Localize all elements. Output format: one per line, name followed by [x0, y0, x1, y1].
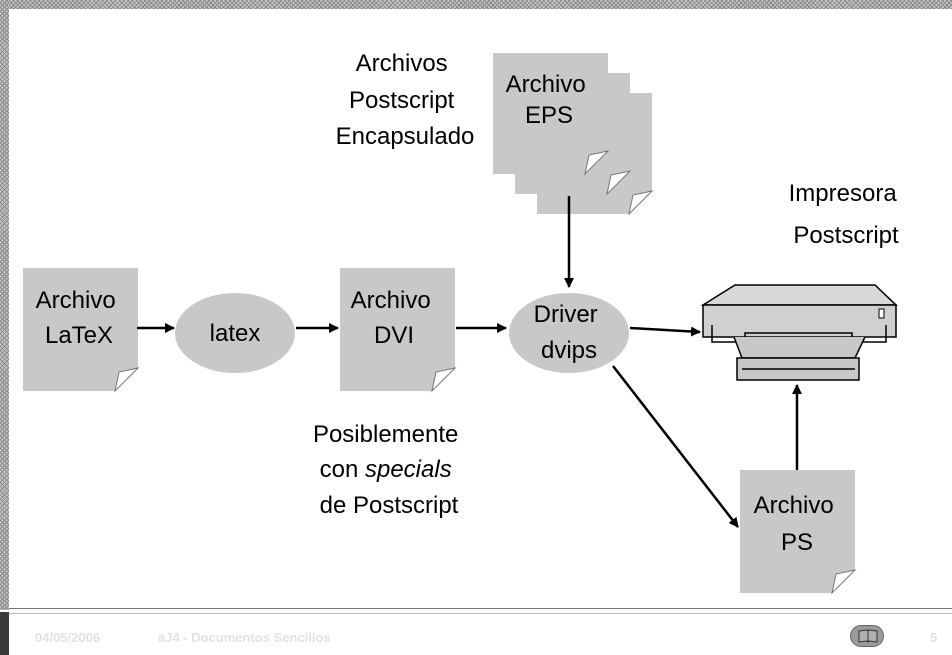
arrow-driver-to-printer	[629, 326, 701, 337]
latex-doc-line2: LaTeX	[45, 322, 113, 349]
eps-document-stack	[493, 53, 654, 216]
latex-document	[23, 268, 138, 391]
dvi-document	[340, 268, 455, 391]
specials-caption-prefix: con	[320, 456, 365, 483]
book-button[interactable]	[850, 625, 884, 647]
latex-process-node	[175, 293, 295, 373]
dvi-doc-line2: DVI	[374, 322, 414, 349]
latex-process-label: latex	[210, 320, 261, 347]
dvi-doc-line1: Archivo	[351, 287, 431, 314]
dvi-doc-label: Archivo DVI	[351, 287, 438, 349]
latex-doc-line1: Archivo	[36, 287, 116, 314]
eps-caption-line3: Encapsulado	[336, 123, 475, 150]
driver-label-line1: Driver	[534, 301, 598, 328]
printer-icon	[700, 284, 898, 381]
latex-doc-label: Archivo LaTeX	[36, 287, 123, 349]
slide-frame-left	[0, 0, 9, 610]
ps-document	[740, 470, 855, 593]
eps-caption-line1: Archivos	[356, 50, 448, 77]
book-icon	[858, 629, 878, 643]
eps-document	[493, 53, 608, 174]
driver-process-label: Driver dvips	[534, 301, 605, 364]
eps-doc-line2: EPS	[525, 102, 573, 129]
eps-doc-line1: Archivo	[506, 71, 586, 98]
printer-caption-line2: Postscript	[793, 222, 899, 249]
printer-caption: Impresora Postscript	[789, 180, 904, 249]
specials-caption-line3: de Postscript	[320, 492, 459, 519]
footer-date: 04/05/2006	[35, 630, 101, 645]
eps-doc-label: Archivo EPS	[506, 71, 593, 129]
specials-caption: Posiblemente con specials de Postscript	[313, 421, 465, 519]
workflow-diagram: Archivo EPS Archivos Postscript Encapsul…	[23, 50, 904, 595]
footer-title: aJ4 - Documentos Sencillos	[158, 630, 331, 645]
eps-caption: Archivos Postscript Encapsulado	[336, 50, 475, 150]
eps-caption-line2: Postscript	[349, 87, 455, 114]
slide-content-area	[9, 9, 952, 609]
ps-doc-line2: PS	[781, 529, 813, 556]
flow-arrows	[137, 196, 802, 528]
specials-caption-line1: Posiblemente	[313, 421, 458, 448]
ps-doc-label: Archivo PS	[754, 492, 841, 556]
arrow-driver-to-ps	[612, 365, 739, 528]
driver-process-node	[509, 293, 629, 373]
footer-left-bar	[0, 612, 9, 655]
specials-caption-italic: specials	[365, 456, 452, 483]
slide-frame-top	[0, 0, 952, 9]
printer-caption-line1: Impresora	[789, 180, 898, 207]
ps-doc-line1: Archivo	[754, 492, 834, 519]
driver-label-line2: dvips	[541, 337, 597, 364]
page-number: 5	[930, 630, 938, 645]
footer-divider	[0, 613, 952, 614]
